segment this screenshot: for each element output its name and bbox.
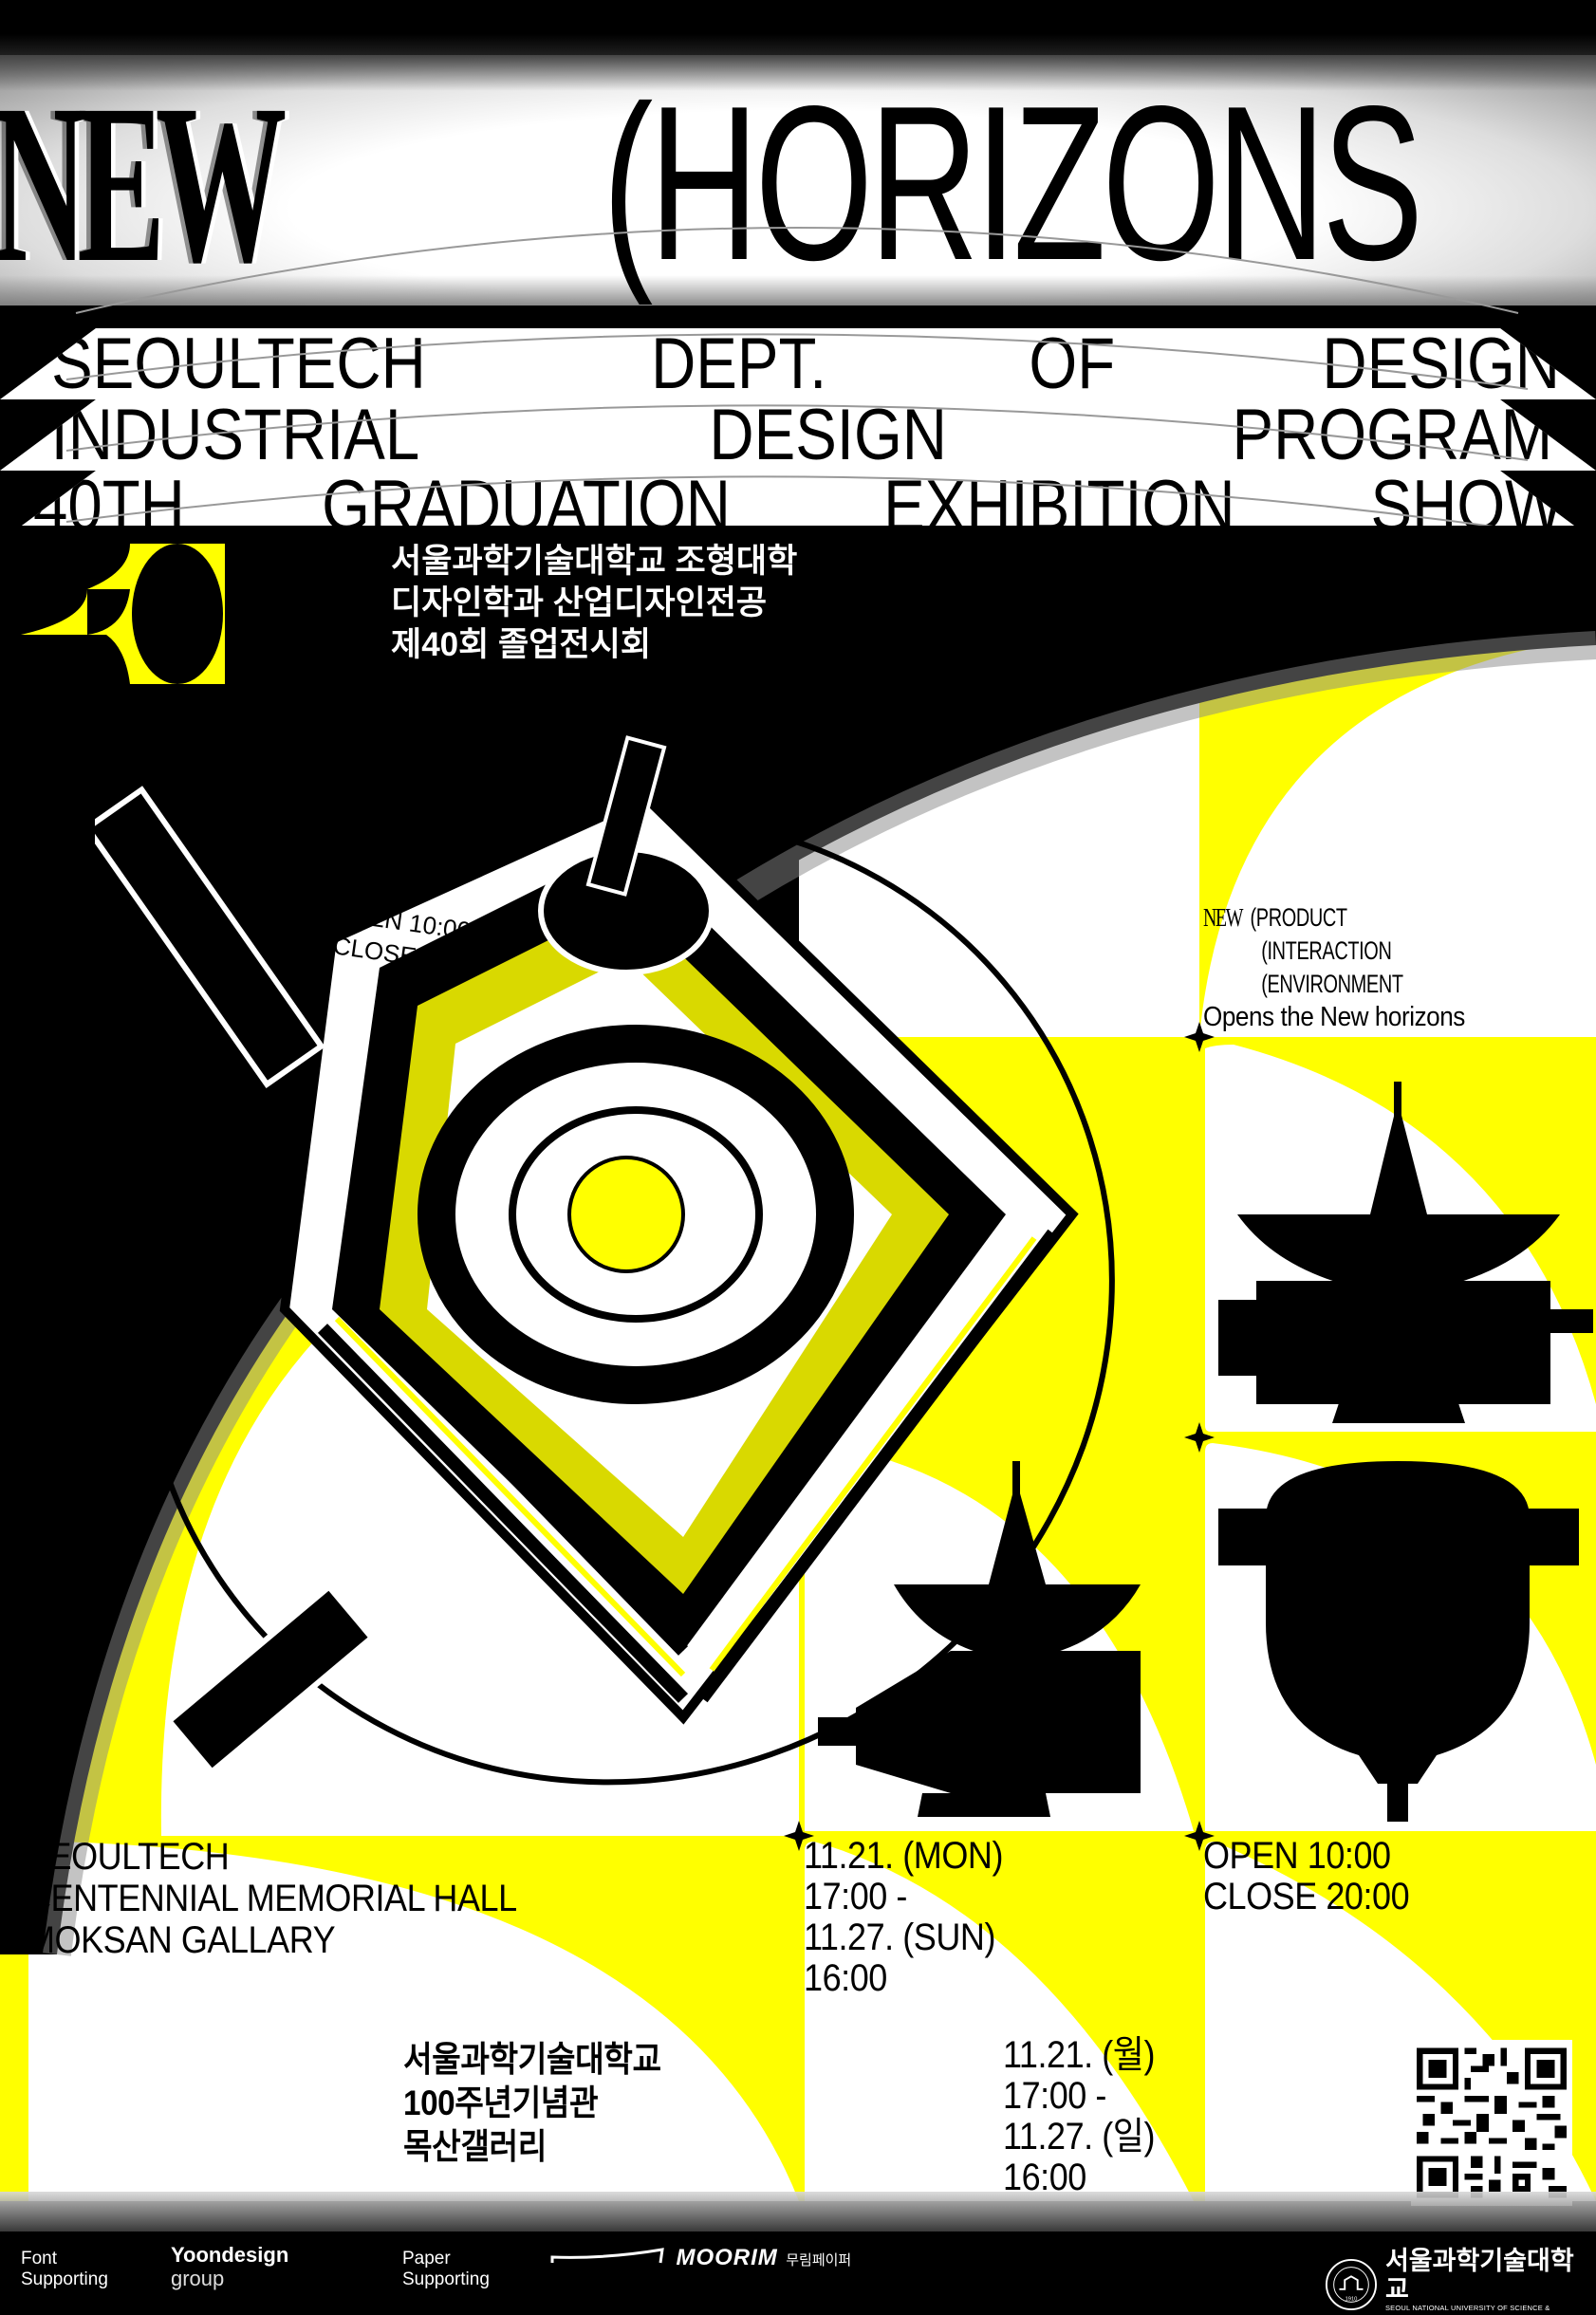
tagline-item-product: (PRODUCT [1250,903,1348,932]
dates-english: 11.21. (MON) 17:00 - 11.27. (SUN) 16:00 [804,1836,1025,1999]
tagline-item-interaction: (INTERACTION [1261,936,1392,965]
font-supporting-label: Font Supporting [21,2249,108,2290]
date-ko-line: 17:00 - [1003,2075,1106,2117]
university-name-en: SEOUL NATIONAL UNIVERSITY OF SCIENCE & T… [1384,2304,1550,2315]
40th-anniversary-logo [21,544,225,684]
seoultech-logo: 1910 서울과학기술대학교 SEOUL NATIONAL UNIVERSITY… [1325,2247,1596,2315]
label-line: Supporting [21,2269,108,2289]
korean-title: 서울과학기술대학교 조형대학 디자인학과 산업디자인전공 제40회 졸업전시회 [391,541,884,666]
venue-en-line: CENTENNIAL MEMORIAL HALL [27,1878,517,1919]
korean-title-line: 디자인학과 산업디자인전공 [391,584,768,621]
venue-english: SEOULTECH CENTENNIAL MEMORIAL HALL MOKSA… [27,1836,571,1961]
label-line: Supporting [402,2269,490,2289]
date-ko-line: 11.27. (일) [1003,2116,1156,2158]
title-main-text: HORIZONS [649,61,1423,306]
moorim-ko-text: 무림페이퍼 [786,2252,852,2269]
venue-en-line: MOKSAN GALLARY [27,1919,336,1961]
spacecraft-illustration: OPEN 10:00 CLOSE [95,735,1115,1786]
moorim-text: MOORIM [676,2245,778,2270]
hours-english: OPEN 10:00 CLOSE 20:00 [1203,1836,1432,1917]
venue-ko-line: 서울과학기술대학교 [403,2040,661,2079]
label-line: Paper [402,2249,451,2269]
date-en-line: 11.21. (MON) [804,1835,1003,1877]
title-band [0,55,1596,311]
tagline-new: NEW [1203,903,1243,932]
subtitle-word: PROGRAM [1232,395,1553,475]
venue-ko-line: 목산갤러리 [403,2127,547,2166]
spacecraft-silhouette-side [818,1461,1141,1817]
tagline-opens: Opens the New horizons [1203,1002,1465,1032]
date-en-line: 11.27. (SUN) [804,1917,996,1958]
label-line: Font [21,2249,58,2269]
subtitle-word: DEPT. [651,324,827,404]
horizon-arcs [65,227,1529,531]
hours-close: CLOSE 20:00 [1203,1876,1410,1917]
spacecraft-silhouette-front [1218,1082,1593,1423]
tagline-item-environment: (ENVIRONMENT [1261,970,1403,998]
subtitle-row-2: INDUSTRIAL DESIGN PROGRAM [0,399,1596,471]
paper-supporting-label: Paper Supporting [402,2249,490,2290]
university-name-ko: 서울과학기술대학교 [1384,2247,1574,2304]
subtitle-word: INDUSTRIAL [50,395,420,475]
qr-code[interactable] [1411,2040,1572,2206]
footer: Font Supporting Yoondesign group Paper S… [0,2232,1596,2315]
moorim-logo: MOORIM 무림페이퍼 [548,2245,851,2271]
date-en-line: 17:00 - [804,1876,907,1917]
title-horizons: (HORIZONS [603,74,1423,302]
venue-ko-line: 100주년기념관 [403,2084,599,2122]
footer-grain [0,2192,1596,2239]
subtitle-word: OF [1029,324,1115,404]
title-paren: ( [603,61,653,306]
sponsor-sub: group [171,2267,225,2290]
spacecraft-silhouette-top [1218,1461,1579,1822]
subtitle-word: DESIGN [709,395,947,475]
tagline: NEW(PRODUCT (INTERACTION (ENVIRONMENT Op… [1203,901,1494,1034]
hours-open: OPEN 10:00 [1203,1835,1391,1877]
title-new-distorted: NEW [0,65,630,302]
moorim-swoosh-icon [550,2248,664,2264]
title-new-text: NEW [0,57,287,309]
university-seal-icon: 1910 [1325,2258,1378,2311]
dates-korean: 11.21. (월) 17:00 - 11.27. (일) 16:00 [1003,2035,1172,2198]
sponsor-name: Yoondesign [171,2243,289,2267]
svg-text:1910: 1910 [1345,2296,1358,2302]
date-ko-line: 16:00 [1003,2157,1086,2198]
subtitle-word: SEOULTECH [51,324,426,404]
venue-en-line: SEOULTECH [27,1836,230,1878]
qr-code-icon [1417,2047,1567,2198]
date-ko-line: 11.21. (월) [1003,2034,1156,2076]
korean-title-line: 서울과학기술대학교 조형대학 [391,543,798,580]
korean-title-line: 제40회 졸업전시회 [391,626,652,663]
yoondesign-logo: Yoondesign group [171,2243,288,2290]
venue-korean: 서울과학기술대학교 100주년기념관 목산갤러리 [403,2038,690,2169]
date-en-line: 16:00 [804,1957,887,1999]
top-black-bar [0,0,1596,57]
